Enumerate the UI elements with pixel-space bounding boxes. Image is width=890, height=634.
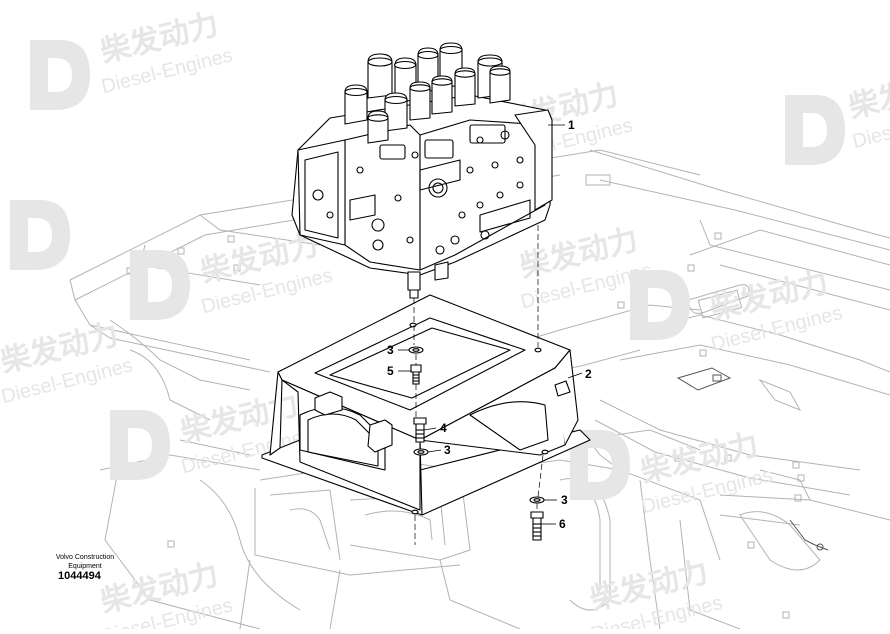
watermark-logo-icon: [130, 250, 190, 320]
watermark-layer: [10, 40, 845, 500]
callout-3: 3: [444, 443, 451, 457]
screw-icon: [410, 364, 422, 385]
washer-icon: [408, 346, 424, 354]
bolt-icon: [530, 511, 544, 541]
watermark-logo-icon: [570, 430, 630, 500]
callout-3: 3: [387, 343, 394, 357]
watermark-logo-icon: [110, 410, 170, 480]
center-lines: [413, 225, 544, 545]
valve-spool-caps: [344, 42, 511, 144]
callout-6: 6: [559, 517, 566, 531]
caption-part-number: 1044494: [58, 570, 101, 582]
bolt-icon: [413, 417, 427, 443]
callout-2: 2: [585, 367, 592, 381]
watermark-cn: 柴发动力: [846, 64, 890, 125]
washer-icon: [529, 496, 545, 504]
watermark-logo-icon: [10, 200, 70, 270]
caption-company-line1: Volvo Construction: [55, 554, 115, 561]
mounting-bracket: [261, 294, 591, 516]
fasteners: [408, 346, 545, 541]
callout-4: 4: [440, 421, 447, 435]
watermark-logo-icon: [630, 270, 690, 340]
callout-1: 1: [568, 118, 575, 132]
valve-ports: [312, 124, 531, 255]
washer-icon: [413, 448, 429, 456]
watermark-logo-icon: [30, 40, 90, 110]
caption-company-line2: Equipment: [68, 563, 102, 570]
callout-5: 5: [387, 364, 394, 378]
callout-3: 3: [561, 493, 568, 507]
watermark-logo-icon: [785, 95, 845, 165]
callout-labels: 1 2 3 5 4 3 3 6: [387, 118, 592, 531]
callout-leaders: [398, 124, 583, 525]
control-valve: [291, 42, 553, 299]
